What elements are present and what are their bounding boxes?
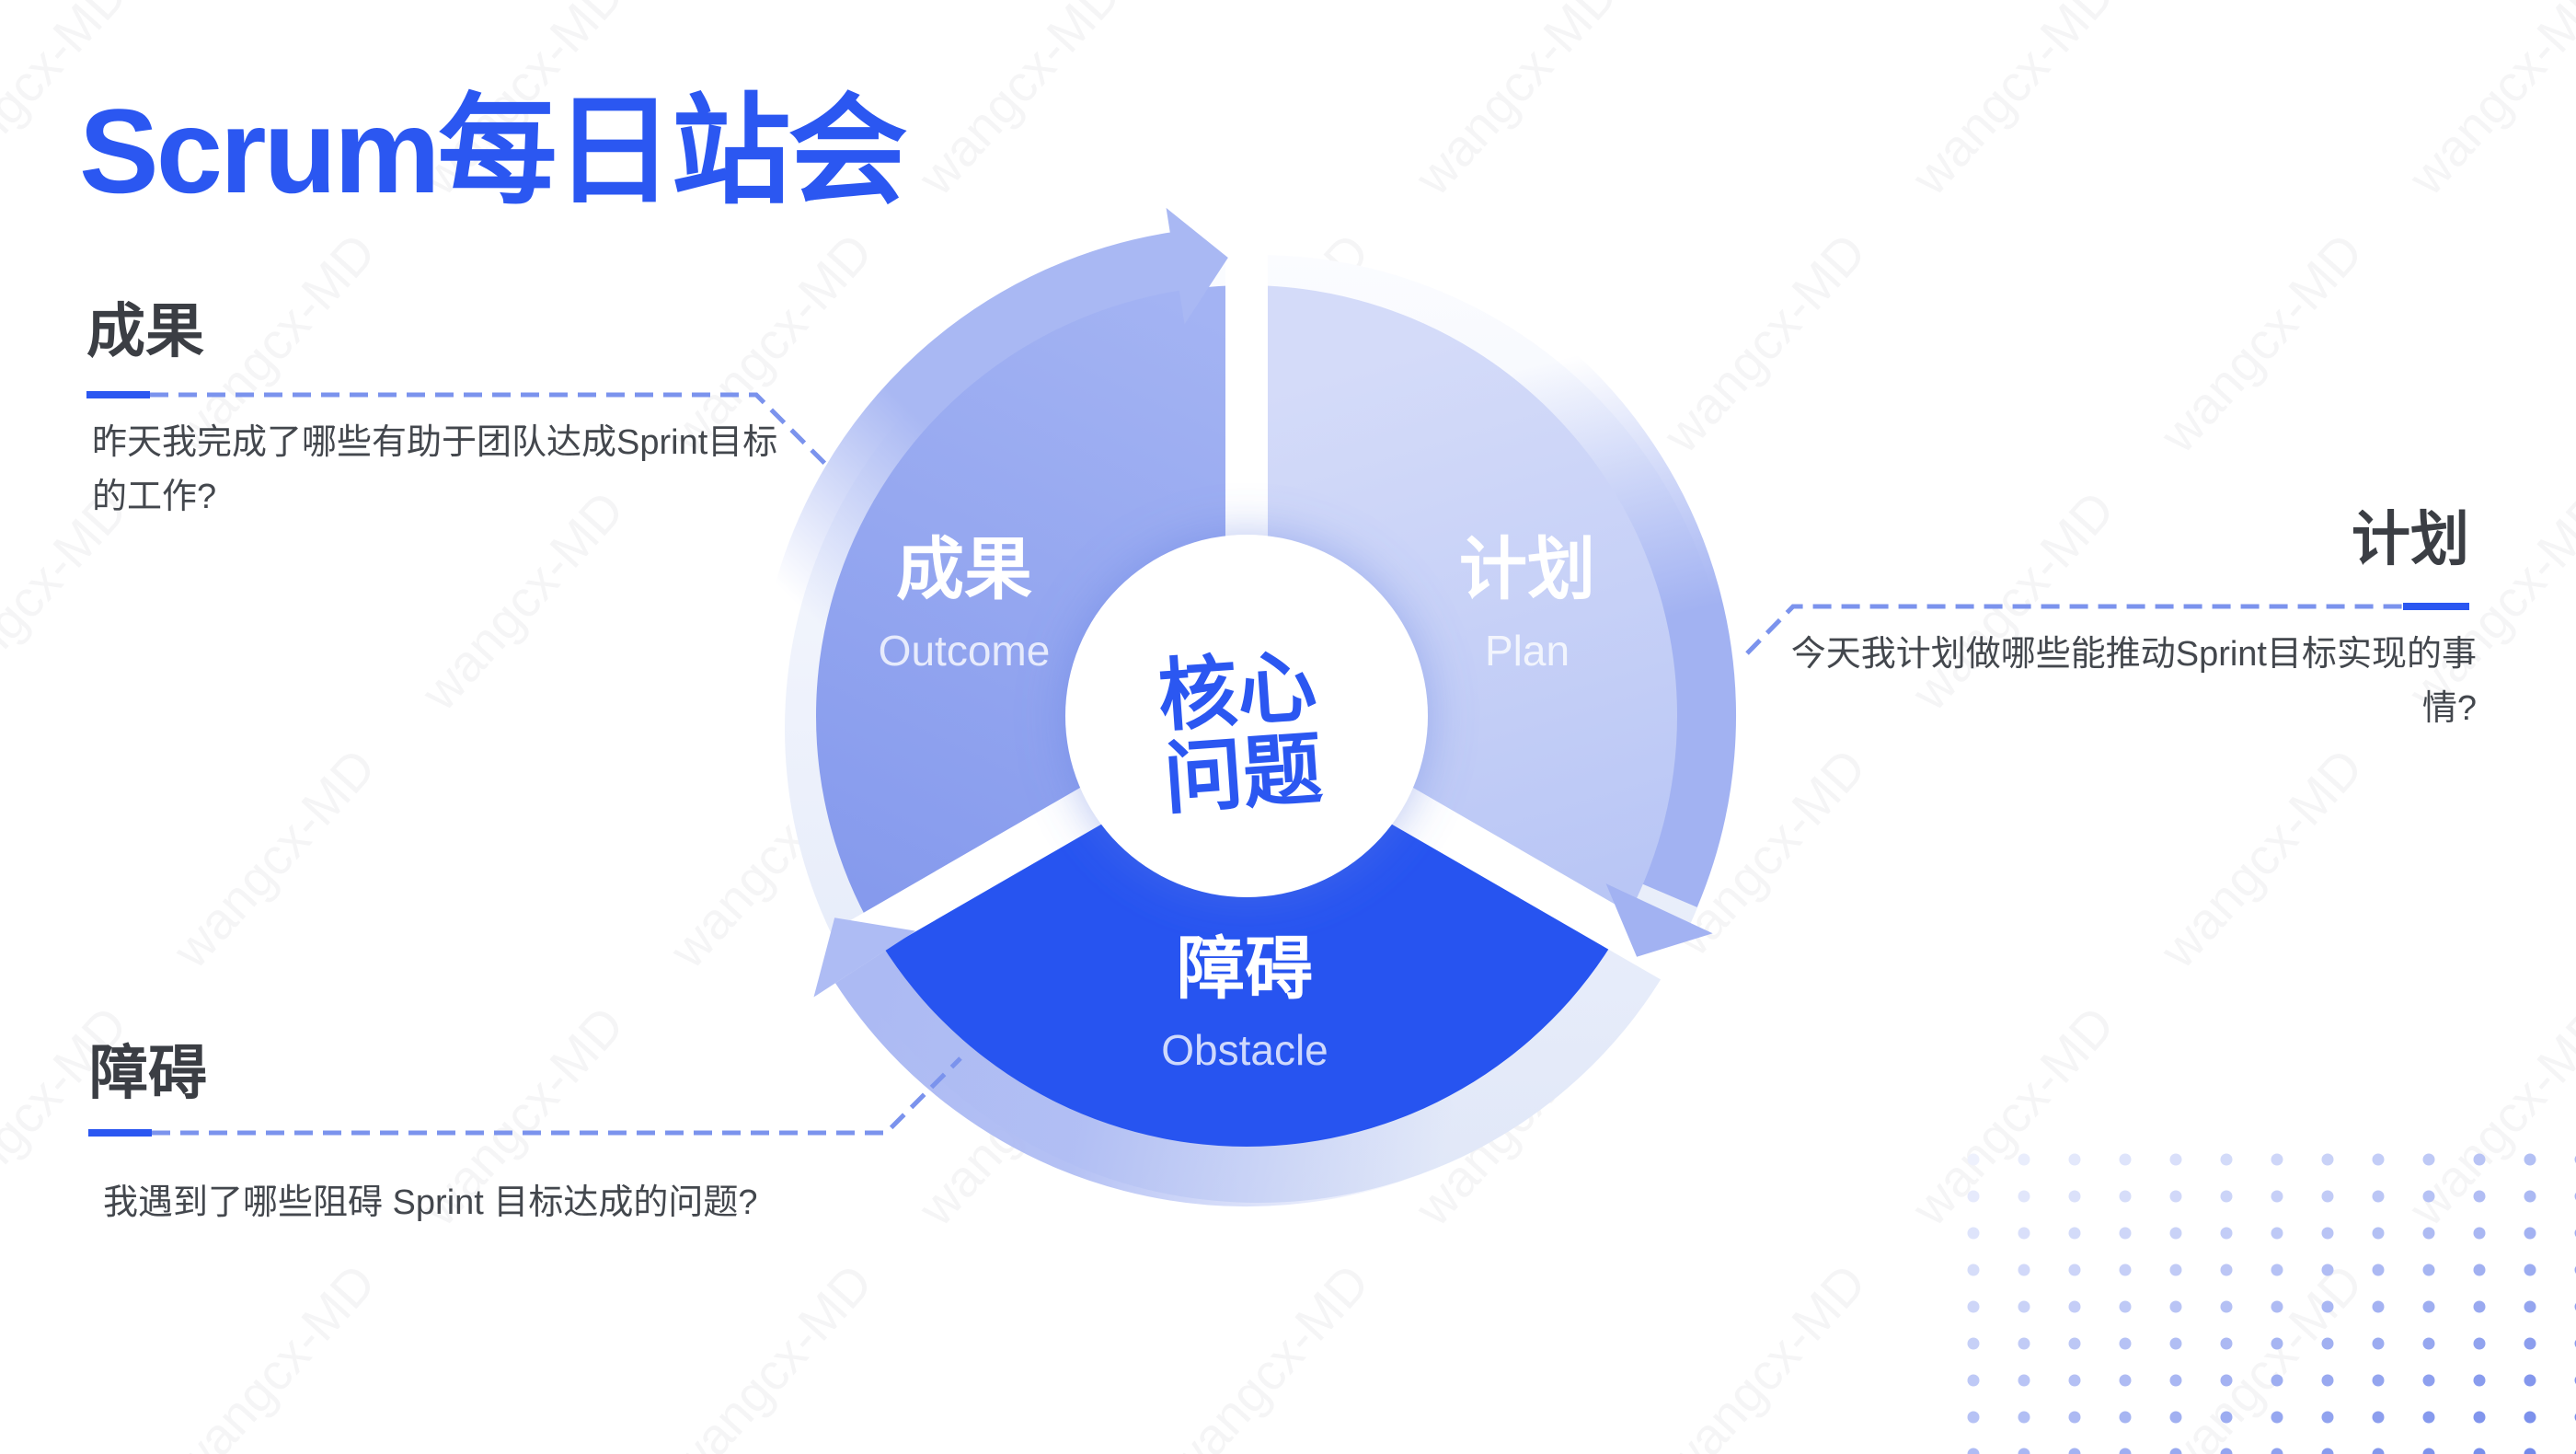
callout-obstacle-heading: 障碍 xyxy=(89,1040,207,1106)
center-hub-line2: 问题 xyxy=(1161,725,1326,825)
segment-outcome-label-cn: 成果 xyxy=(895,531,1032,607)
band-obstacle xyxy=(835,944,1478,1206)
connector-plan xyxy=(1745,603,2469,655)
connector-outcome xyxy=(86,391,833,471)
callout-outcome-body: 昨天我完成了哪些有助于团队达成Sprint目标的工作? xyxy=(92,423,778,516)
arrowhead-top xyxy=(1166,207,1228,325)
band-plan xyxy=(1505,329,1736,907)
page-title: Scrum每日站会 xyxy=(79,84,908,218)
connector-outcome-dashed xyxy=(150,392,833,471)
dots-pattern xyxy=(1967,1153,2576,1454)
band-outcome xyxy=(767,229,1196,629)
arrowhead-bottom-right xyxy=(1605,883,1713,957)
connector-plan-dashed xyxy=(1745,604,2403,655)
callout-obstacle-body: 我遇到了哪些阻碍 Sprint 目标达成的问题? xyxy=(103,1183,758,1222)
connector-obstacle-dashed xyxy=(152,1056,962,1136)
segment-outcome-label: 成果 Outcome xyxy=(878,531,1051,675)
callout-outcome-heading: 成果 xyxy=(86,298,204,364)
center-hub-label: 核心 问题 xyxy=(1155,641,1326,825)
center-hub-line1: 核心 xyxy=(1155,641,1319,742)
segment-obstacle-wedge xyxy=(873,762,1620,1147)
segment-plan-label-cn: 计划 xyxy=(1459,531,1595,607)
callout-plan-body: 今天我计划做哪些能推动Sprint目标实现的事情? xyxy=(1790,635,2477,728)
segment-obstacle-label: 障碍 Obstacle xyxy=(1161,930,1328,1074)
segment-plan-label-en: Plan xyxy=(1484,627,1570,675)
callout-plan-heading: 计划 xyxy=(2352,506,2469,572)
segment-obstacle-label-cn: 障碍 xyxy=(1177,930,1313,1007)
segment-outcome-label-en: Outcome xyxy=(878,627,1051,675)
arrowhead-bottom-left xyxy=(813,917,916,998)
segment-obstacle-label-en: Obstacle xyxy=(1161,1026,1328,1074)
center-hub-circle xyxy=(1065,535,1428,897)
segment-plan-label: 计划 Plan xyxy=(1459,531,1595,675)
connector-obstacle xyxy=(88,1056,962,1137)
